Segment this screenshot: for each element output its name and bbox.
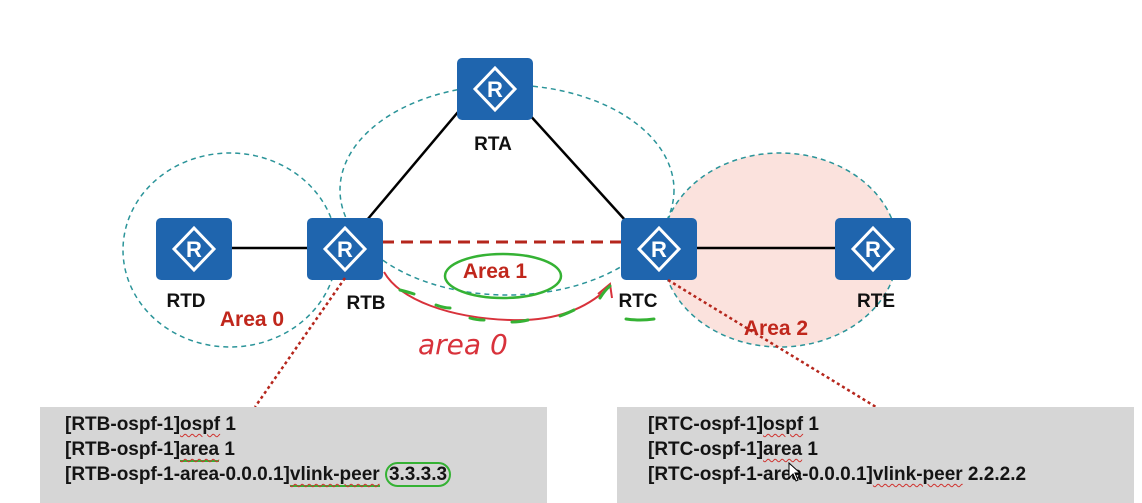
router-label-rtc: RTC	[618, 291, 657, 312]
cfg-arg: 1	[802, 439, 818, 460]
cfg-prompt: [RTB-ospf-1]	[65, 439, 181, 460]
link-rta-rtc	[526, 111, 626, 221]
area-label-2: Area 2	[744, 317, 808, 340]
rtc-config-line-1: [RTC-ospf-1]ospf 1	[648, 412, 1134, 437]
cfg-prompt: [RTC-ospf-1]	[648, 414, 764, 435]
router-label-rtb: RTB	[346, 293, 385, 314]
cfg-arg: 2.2.2.2	[962, 464, 1027, 485]
cfg-prompt: [RTB-ospf-1-area-0.0.0.1]	[65, 464, 290, 485]
cfg-cmd: area	[763, 439, 803, 460]
router-rtd	[154, 216, 234, 282]
area1-label-circle	[443, 252, 563, 300]
cfg-arg: 3.3.3.3	[384, 462, 452, 487]
router-rte	[833, 216, 913, 282]
handwritten-arrowhead	[597, 282, 613, 299]
cfg-cmd: vlink-peer	[872, 464, 963, 485]
rtc-config-line-3: [RTC-ospf-1-area-0.0.0.1]vlink-peer 2.2.…	[648, 462, 1134, 487]
cfg-prompt: [RTC-ospf-1]	[648, 439, 764, 460]
rtc-config-box: [RTC-ospf-1]ospf 1 [RTC-ospf-1]area 1 [R…	[617, 407, 1134, 503]
rtb-config-line-3: [RTB-ospf-1-area-0.0.0.1]vlink-peer 3.3.…	[65, 462, 547, 487]
area-label-0: Area 0	[220, 308, 284, 331]
cfg-prompt: [RTB-ospf-1]	[65, 414, 181, 435]
router-label-rte: RTE	[857, 291, 895, 312]
callout-rtc	[667, 278, 877, 409]
cfg-arg: 1	[219, 439, 235, 460]
router-rtb	[305, 216, 385, 282]
rtc-config-line-2: [RTC-ospf-1]area 1	[648, 437, 1134, 462]
rtb-config-line-1: [RTB-ospf-1]ospf 1	[65, 412, 547, 437]
cfg-cmd: ospf	[763, 414, 804, 435]
green-dash-marks	[398, 284, 656, 324]
handwritten-area0: area 0	[418, 328, 508, 361]
cfg-arg: 1	[220, 414, 236, 435]
rtb-config-box: [RTB-ospf-1]ospf 1 [RTB-ospf-1]area 1 [R…	[40, 407, 547, 503]
cfg-cmd: vlink-peer	[289, 464, 380, 487]
cfg-prompt: [RTC-ospf-1-area-0.0.0.1]	[648, 464, 873, 485]
mouse-cursor-icon	[788, 462, 802, 482]
router-label-rtd: RTD	[166, 291, 205, 312]
callout-rtb	[253, 277, 347, 408]
link-rtb-rta	[366, 111, 459, 221]
cfg-arg: 1	[803, 414, 819, 435]
cfg-cmd: area	[180, 439, 220, 462]
cfg-cmd: ospf	[180, 414, 221, 435]
router-label-rta: RTA	[474, 134, 512, 155]
router-rtc	[619, 216, 699, 282]
area-label-1: Area 1	[463, 260, 528, 283]
rtb-config-line-2: [RTB-ospf-1]area 1	[65, 437, 547, 462]
handwritten-arc	[383, 271, 609, 322]
router-rta	[455, 56, 535, 122]
